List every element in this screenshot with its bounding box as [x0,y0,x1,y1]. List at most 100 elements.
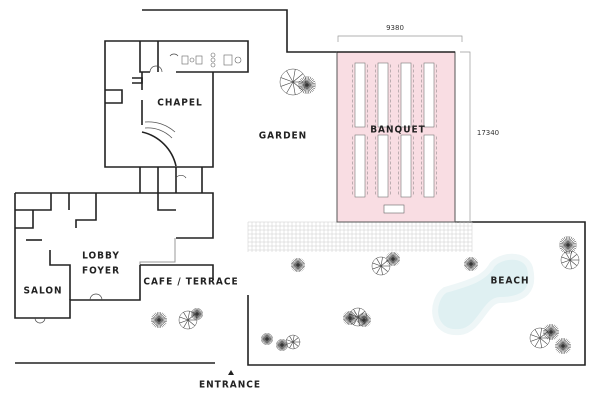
chair [398,186,414,190]
chair [398,69,414,73]
label-beach: BEACH [490,275,530,287]
banquet-table [377,62,389,128]
chair [375,64,391,68]
chair [375,186,391,190]
chair [421,114,437,118]
chair [375,79,391,83]
label-foyer: FOYER [81,265,121,277]
chair [421,74,437,78]
tree-icon [357,313,371,327]
tree-icon [555,338,571,354]
chair [398,161,414,165]
chair [352,156,368,160]
tree-icon [464,257,478,271]
chair [352,166,368,170]
banquet-table [423,134,435,198]
chair [398,171,414,175]
label-entrance: ENTRANCE [199,379,261,391]
chair [421,84,437,88]
chair [421,69,437,73]
tree-icon [291,258,305,272]
chair [398,89,414,93]
chair [375,69,391,73]
chair [421,79,437,83]
label-banquet: BANQUET [370,124,426,136]
tree-icon [543,324,559,340]
tree-icon [560,250,580,270]
dimension-length: 17340 [476,129,500,137]
head-table [383,204,405,214]
chair [375,119,391,123]
walls [14,9,586,366]
chair [352,176,368,180]
chair [375,94,391,98]
chair [421,109,437,113]
chair [421,104,437,108]
chair [352,64,368,68]
chair [421,141,437,145]
chair [421,161,437,165]
beach-pool [432,253,535,336]
chair [421,136,437,140]
chair [375,84,391,88]
dimension-lines [337,35,471,223]
chair [398,114,414,118]
chair [375,89,391,93]
banquet-tables [352,62,437,198]
tree-icon [386,252,400,266]
chair [398,119,414,123]
trees [151,68,580,354]
chair [398,166,414,170]
chair [375,99,391,103]
chair [352,136,368,140]
chair [421,181,437,185]
label-salon: SALON [23,285,63,297]
label-garden: GARDEN [258,130,308,142]
chair [421,156,437,160]
chair [421,146,437,150]
chair [398,99,414,103]
banquet-table [400,62,412,128]
chair [352,69,368,73]
chair [398,104,414,108]
chair [421,94,437,98]
chair [398,136,414,140]
tree-icon [178,310,198,330]
label-cafe-terrace: CAFE / TERRACE [143,276,239,288]
tree-icon [261,333,273,345]
chair [375,191,391,195]
chair [352,171,368,175]
doors [34,53,187,324]
chair [352,109,368,113]
chair [421,119,437,123]
chair [375,161,391,165]
chair [375,181,391,185]
chair [421,171,437,175]
chapel-staircase [144,121,176,139]
banquet-table [423,62,435,128]
chair [375,171,391,175]
chair [352,141,368,145]
chair [398,181,414,185]
chair [352,191,368,195]
chair [398,191,414,195]
chair [398,74,414,78]
chair [352,161,368,165]
label-chapel: CHAPEL [157,97,203,109]
chair [421,176,437,180]
tree-icon [371,256,391,276]
terrace-grid [247,221,473,252]
tree-icon [191,308,203,320]
tree-icon [559,236,577,254]
chair [352,89,368,93]
chair [375,136,391,140]
chair [398,146,414,150]
tree-icon [298,76,316,94]
dimension-width: 9380 [386,24,404,32]
tree-icon [285,334,301,350]
chair [352,146,368,150]
chair [375,141,391,145]
chair [375,176,391,180]
chair [398,156,414,160]
